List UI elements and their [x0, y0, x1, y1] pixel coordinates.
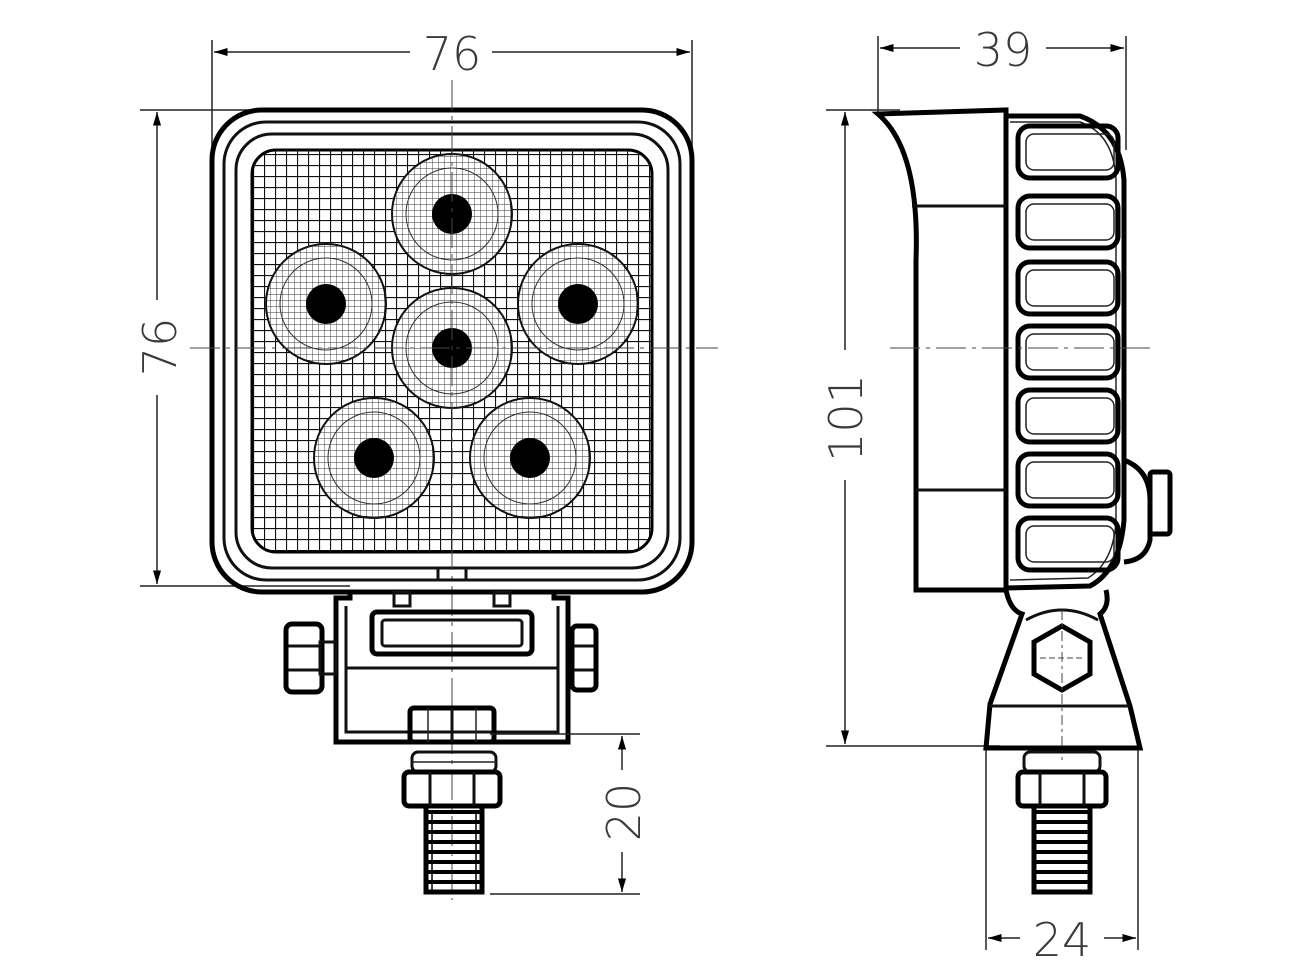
- front-height-dimension: 76: [133, 109, 420, 587]
- side-view: 39 101: [819, 23, 1173, 967]
- bolt-length-label: 20: [597, 783, 651, 842]
- front-mount-bolt: [401, 750, 503, 895]
- side-height-dimension: 101: [819, 109, 1000, 747]
- front-view: 76 76: [133, 27, 718, 900]
- side-fins: [1015, 123, 1121, 573]
- led-left: [265, 243, 387, 365]
- led-bottom-left: [313, 397, 435, 519]
- side-mount-bracket: [983, 589, 1144, 760]
- front-mount-bracket: [283, 589, 599, 745]
- side-cable-gland: [1123, 457, 1173, 565]
- side-mount-bolt: [1015, 750, 1109, 895]
- side-depth-dimension: 39: [877, 23, 1127, 150]
- front-width-dimension: 76: [211, 27, 693, 200]
- led-array: [265, 153, 639, 519]
- led-top: [391, 153, 513, 275]
- side-base-label: 24: [1033, 913, 1092, 967]
- side-height-label: 101: [819, 374, 873, 462]
- front-width-label: 76: [423, 27, 482, 81]
- front-height-label: 76: [133, 318, 187, 377]
- led-right: [517, 243, 639, 365]
- bolt-length-dimension: 20: [490, 733, 651, 895]
- side-housing-front: [871, 107, 1009, 593]
- led-bottom-right: [469, 397, 591, 519]
- side-base-dimension: 24: [985, 750, 1139, 967]
- side-depth-label: 39: [974, 23, 1033, 77]
